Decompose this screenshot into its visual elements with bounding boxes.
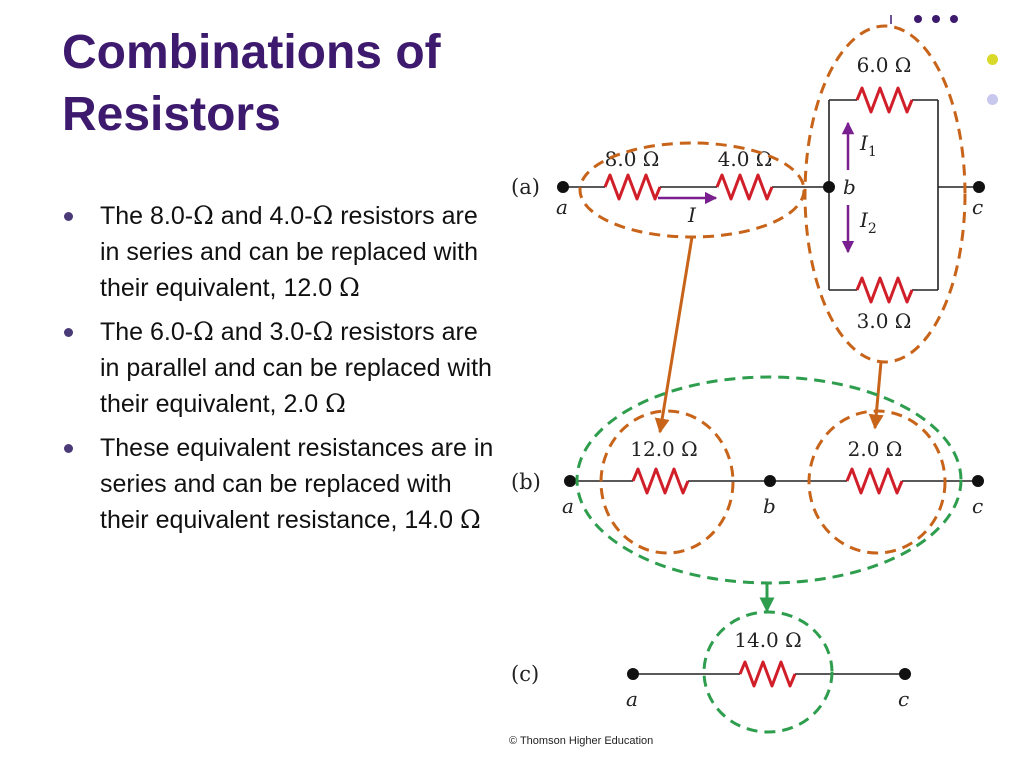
- node-label-a: a: [562, 494, 574, 518]
- resistor-label-3-ohm: 3.0 Ω: [857, 309, 912, 333]
- omega-symbol: Ω: [312, 201, 334, 230]
- resistor-label-2-ohm: 2.0 Ω: [848, 437, 903, 461]
- node-a-dot: [627, 668, 639, 680]
- node-c-dot: [973, 181, 985, 193]
- resistor-label-12-ohm: 12.0 Ω: [630, 437, 697, 461]
- bullet-text: resistors are in parallel and can be rep…: [100, 318, 492, 418]
- series-reduction-arrow: [654, 236, 694, 434]
- bullet-text: These equivalent resistances are in seri…: [100, 434, 494, 534]
- bullet-dot-icon: [64, 212, 73, 221]
- node-c-dot: [972, 475, 984, 487]
- resistor-label-6-ohm: 6.0 Ω: [857, 53, 912, 77]
- bullet-item-total: These equivalent resistances are in seri…: [62, 430, 502, 538]
- slide-title-line-2: Resistors: [62, 88, 281, 141]
- node-b-dot: [823, 181, 835, 193]
- equivalent-2-ohm-outline: [807, 409, 947, 555]
- resistor-6-ohm: [855, 86, 914, 114]
- omega-symbol: Ω: [339, 273, 360, 302]
- resistor-12-ohm: [631, 467, 690, 495]
- parallel-reduction-arrow: [868, 361, 884, 430]
- part-label-b: (b): [511, 470, 541, 494]
- current-label-main: I: [687, 203, 697, 227]
- bullet-text: The 6.0-: [100, 318, 194, 346]
- resistor-8-ohm: [603, 173, 662, 201]
- resistor-label-4-ohm: 4.0 Ω: [718, 147, 773, 171]
- node-c-dot: [899, 668, 911, 680]
- part-label-a: (a): [511, 175, 540, 199]
- part-label-c: (c): [511, 662, 539, 686]
- total-equivalent-outline: [702, 610, 834, 734]
- current-label-i2: I2: [859, 208, 877, 237]
- bullet-dot-icon: [64, 328, 73, 337]
- current-label-i2-subscript: 2: [868, 221, 877, 237]
- node-label-b: b: [843, 175, 856, 199]
- bullet-text: and 3.0-: [213, 318, 313, 346]
- equivalent-12-ohm-outline: [599, 409, 735, 555]
- wire-a: [563, 99, 979, 291]
- bullet-item-parallel: The 6.0-Ω and 3.0-Ω resistors are in par…: [62, 314, 502, 422]
- image-credit: © Thomson Higher Education: [509, 735, 653, 747]
- bullet-text: and 4.0-: [213, 202, 313, 230]
- bullet-item-series: The 8.0-Ω and 4.0-Ω resistors are in ser…: [62, 198, 502, 306]
- resistor-14-ohm: [738, 660, 797, 688]
- node-b-dot: [764, 475, 776, 487]
- resistor-4-ohm: [715, 173, 774, 201]
- current-label-i1: I1: [859, 131, 877, 160]
- bullet-dot-icon: [64, 444, 73, 453]
- node-label-c: c: [972, 494, 983, 518]
- resistor-label-14-ohm: 14.0 Ω: [734, 628, 801, 652]
- node-a-dot: [564, 475, 576, 487]
- node-label-a: a: [556, 195, 568, 219]
- parallel-group-outline: [803, 24, 967, 364]
- node-a-dot: [557, 181, 569, 193]
- slide-title-line-1: Combinations of: [62, 26, 441, 79]
- bullet-list: The 8.0-Ω and 4.0-Ω resistors are in ser…: [62, 198, 502, 546]
- current-label-i1-subscript: 1: [868, 144, 877, 160]
- accent-dot-icon: [987, 54, 998, 65]
- resistor-2-ohm: [845, 467, 904, 495]
- node-label-c: c: [972, 195, 983, 219]
- omega-symbol: Ω: [193, 201, 214, 230]
- resistor-3-ohm: [855, 276, 914, 304]
- node-label-c: c: [898, 687, 909, 711]
- omega-symbol: Ω: [312, 317, 334, 346]
- current-label-i2-base: I: [859, 208, 869, 232]
- node-label-a: a: [626, 687, 638, 711]
- corner-decoration: [890, 15, 958, 24]
- omega-symbol: Ω: [325, 389, 346, 418]
- bullet-text: The 8.0-: [100, 202, 194, 230]
- node-label-b: b: [763, 494, 776, 518]
- current-label-i1-base: I: [859, 131, 869, 155]
- series-combination-outline: [575, 375, 963, 585]
- omega-symbol: Ω: [459, 505, 481, 534]
- slide-title: Combinations of Resistors: [62, 22, 512, 146]
- bullet-text: resistors are in series and can be repla…: [100, 202, 479, 302]
- accent-dot-icon: [987, 94, 998, 105]
- omega-symbol: Ω: [193, 317, 214, 346]
